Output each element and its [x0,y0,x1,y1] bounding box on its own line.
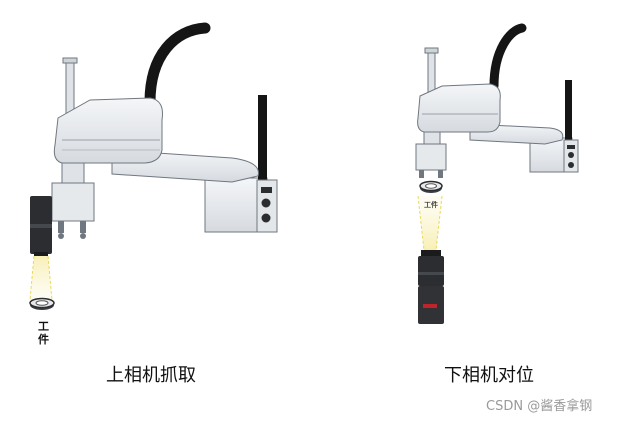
light-cone-right [418,196,442,250]
upper-camera [30,196,52,256]
robot-cable [144,22,211,108]
scara-robot-right [415,23,579,178]
gripper [51,182,95,222]
workpiece-label-left-2: 件 [38,332,49,346]
workpiece-right [419,180,443,193]
robot-arm-1 [53,97,163,164]
caption-upper-camera-picking: 上相机抓取 [106,365,196,386]
watermark: CSDN @酱香拿钢 [486,399,593,414]
workpiece-label-left-1: 工 [38,320,49,333]
robot-shaft [65,59,75,116]
lower-camera [418,250,444,324]
light-cone-left [30,256,52,300]
workpiece-left [29,297,55,310]
caption-lower-camera-alignment: 下相机对位 [444,365,534,386]
scara-robot-left [51,22,278,239]
